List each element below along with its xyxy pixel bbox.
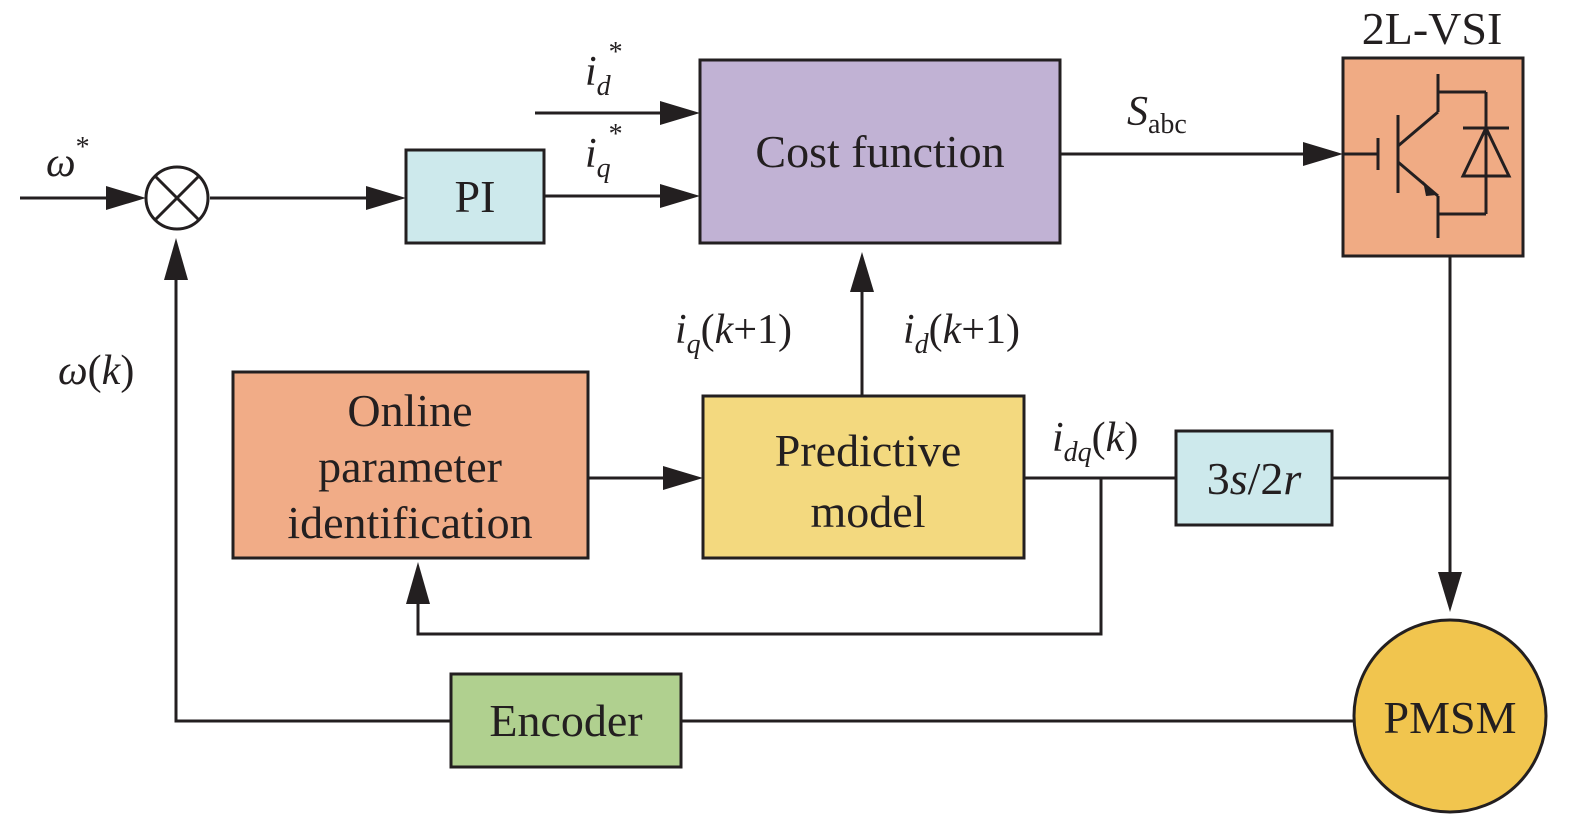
connectors <box>20 111 1452 723</box>
idq-measured-label: idq(k) <box>1052 415 1138 468</box>
sabc-label: Sabc <box>1127 89 1187 140</box>
arrowhead <box>1438 572 1462 612</box>
omega-ref-label: ω* <box>46 132 90 186</box>
arrowhead <box>663 466 703 490</box>
online-parameter-identification-block: Online parameter identification <box>231 370 590 560</box>
encoder-label: Encoder <box>489 695 642 746</box>
id-predicted-label: id(k+1) <box>903 307 1020 360</box>
predictive-label-line1: Predictive <box>775 425 962 476</box>
transform-label: 3s/2r <box>1207 453 1303 504</box>
arrowheads <box>106 101 1462 612</box>
coordinate-transform-block: 3s/2r <box>1174 429 1334 527</box>
omega-k-label: ω(k) <box>58 348 134 394</box>
id-ref-label: id* <box>585 37 623 102</box>
arrowhead <box>660 101 700 125</box>
pi-label: PI <box>455 171 496 222</box>
pmsm-motor: PMSM <box>1352 618 1548 814</box>
predictive-label-line2: model <box>811 486 926 537</box>
pi-block: PI <box>404 148 546 245</box>
igbt-diode-icon <box>1343 74 1512 238</box>
predictive-model-block: Predictive model <box>701 394 1026 560</box>
iq-predicted-label: iq(k+1) <box>675 307 792 360</box>
online-label-line1: Online <box>347 385 472 436</box>
idq-feedback-line <box>416 478 1103 636</box>
arrowhead <box>1303 142 1343 166</box>
arrowhead <box>406 562 430 604</box>
encoder-to-sum-line <box>174 278 451 723</box>
arrowhead <box>366 186 406 210</box>
inverter-title: 2L-VSI <box>1362 3 1503 54</box>
iq-ref-label: iq* <box>585 119 623 184</box>
cost-function-label: Cost function <box>755 126 1004 177</box>
arrowhead <box>164 238 188 280</box>
encoder-block: Encoder <box>449 672 683 769</box>
inverter-block: 2L-VSI <box>1341 3 1525 258</box>
arrowhead <box>660 184 700 208</box>
summing-junction <box>144 165 210 231</box>
cost-function-block: Cost function <box>698 58 1062 245</box>
arrowhead <box>106 186 146 210</box>
pmsm-label: PMSM <box>1384 692 1517 743</box>
online-label-line2: parameter <box>318 441 502 492</box>
online-label-line3: identification <box>287 497 532 548</box>
arrowhead <box>850 252 874 292</box>
